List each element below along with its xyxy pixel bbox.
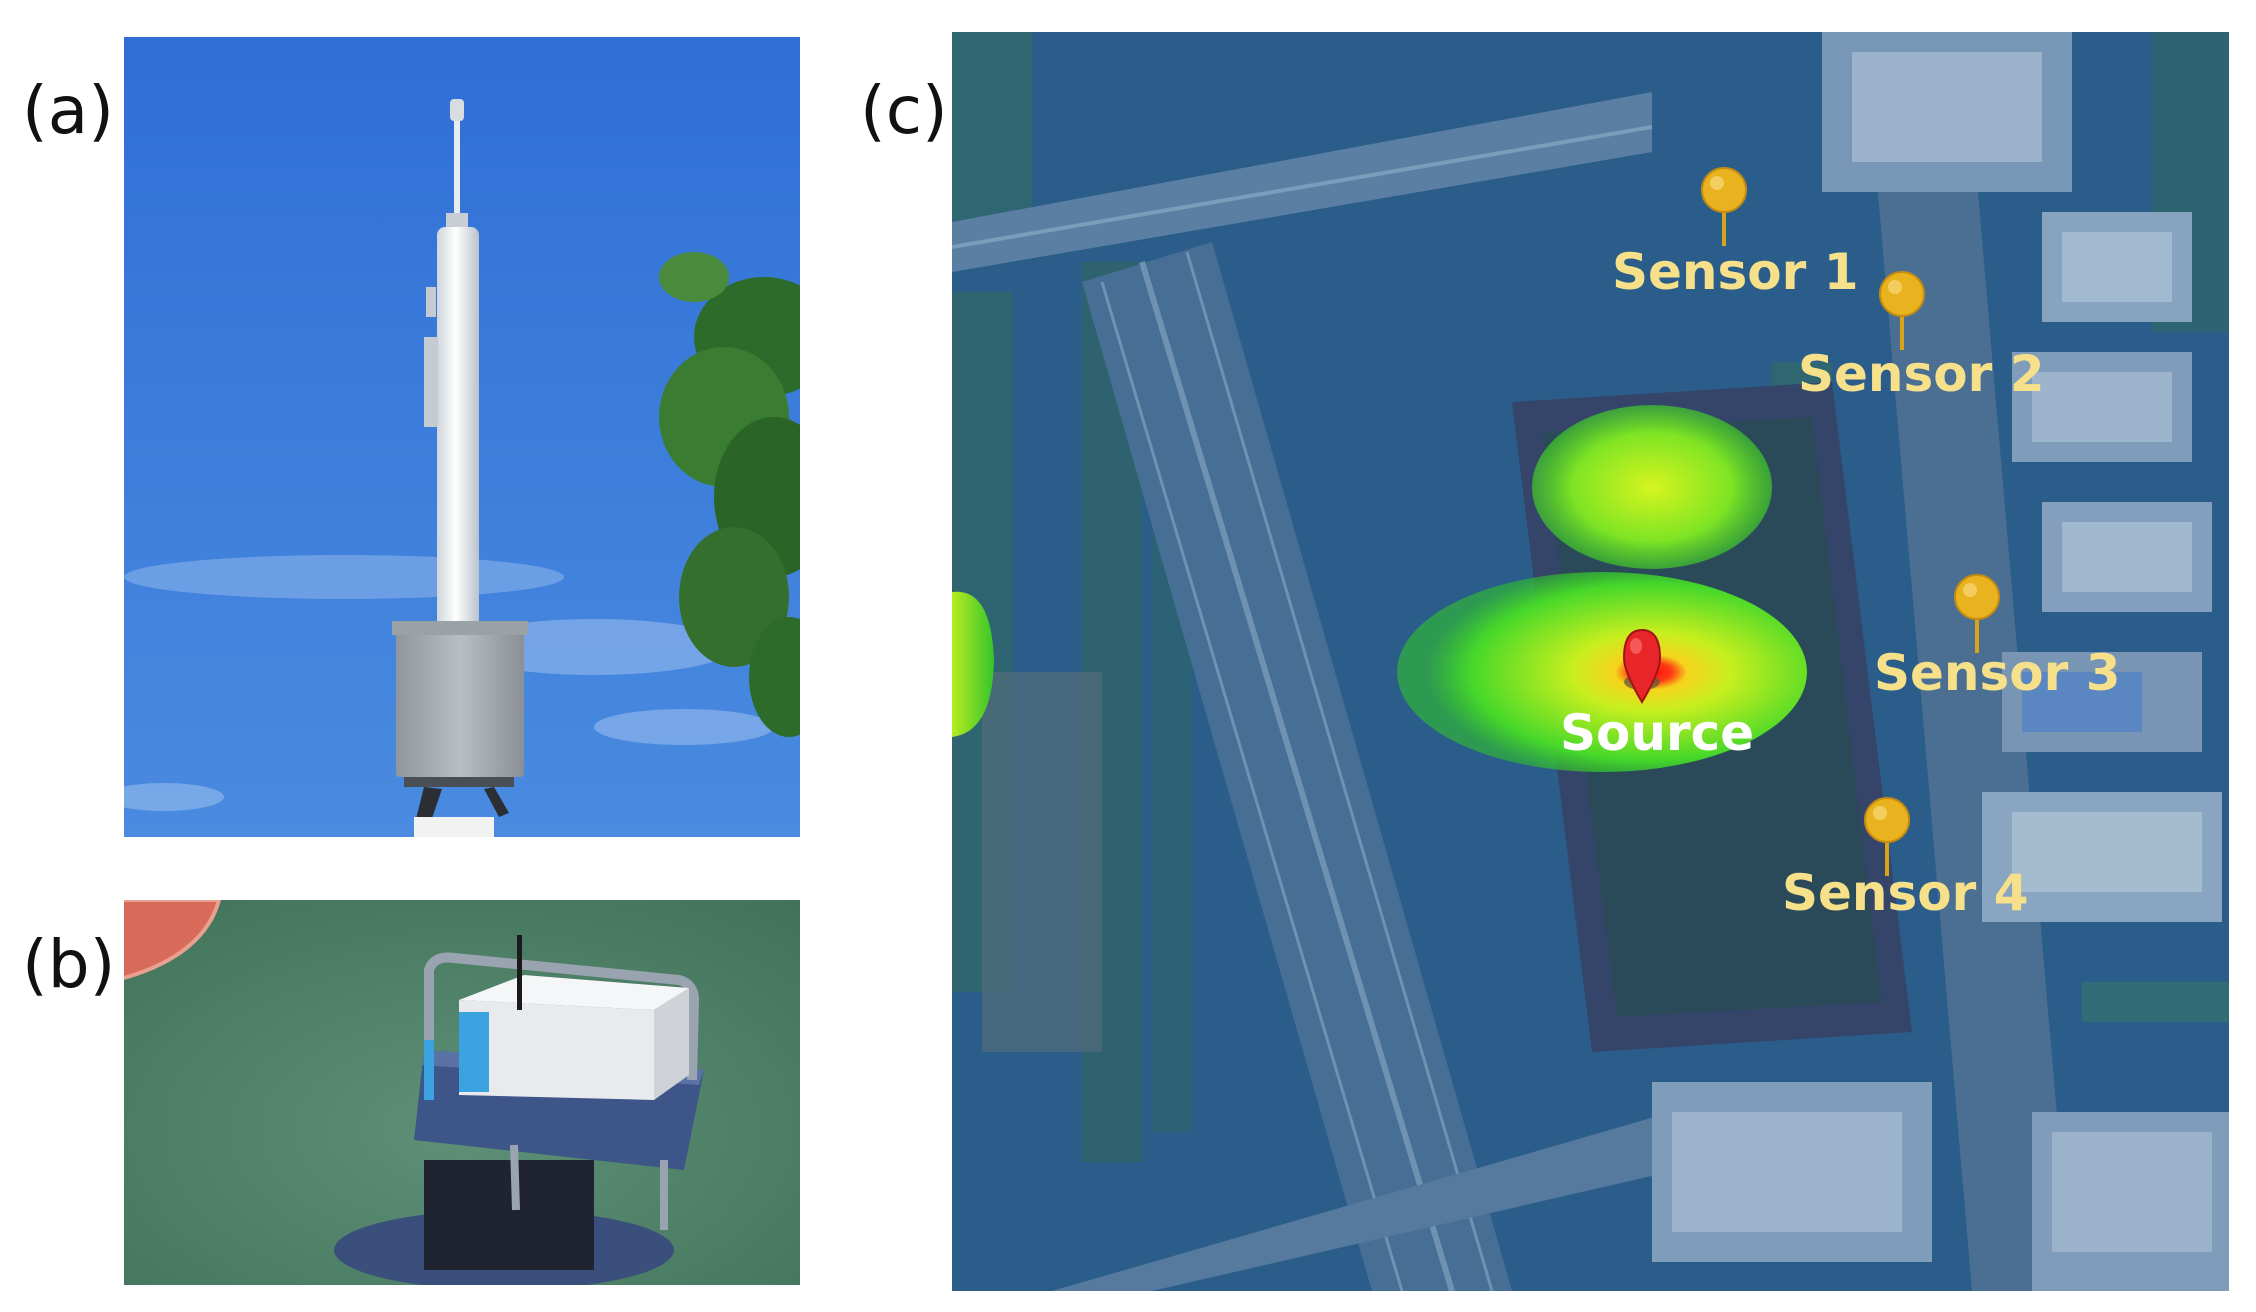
panel-label-b: (b)	[22, 926, 116, 1003]
sensor-1-label: Sensor 1	[1612, 243, 1858, 301]
tree-foliage	[659, 252, 800, 737]
heatmap-overlay	[952, 405, 1807, 772]
map-buildings	[1652, 32, 2229, 1291]
aerial-map-canvas: Source Sensor 1 Sensor 2 Sensor 3 Sensor…	[952, 32, 2229, 1291]
panel-label-c: (c)	[860, 72, 948, 149]
heatmap-aerial-map: Source Sensor 1 Sensor 2 Sensor 3 Sensor…	[952, 32, 2229, 1291]
sensor-4-pin-icon	[1864, 797, 1910, 876]
panel-label-a: (a)	[22, 72, 114, 149]
antenna-pole-photo	[124, 37, 800, 837]
antenna-pole-illustration	[124, 37, 800, 837]
source-pin-icon	[1622, 628, 1662, 704]
sensor-1-pin-icon	[1701, 167, 1747, 246]
sensor-2-pin-icon	[1879, 271, 1925, 350]
sensor-2-label: Sensor 2	[1798, 345, 2044, 403]
receiver-cart-photo	[124, 900, 800, 1285]
sensor-4-label: Sensor 4	[1782, 864, 2028, 922]
receiver-cart-illustration	[124, 900, 800, 1285]
sensor-3-pin-icon	[1954, 574, 2000, 653]
sensor-3-label: Sensor 3	[1874, 644, 2120, 702]
source-label: Source	[1560, 704, 1754, 762]
